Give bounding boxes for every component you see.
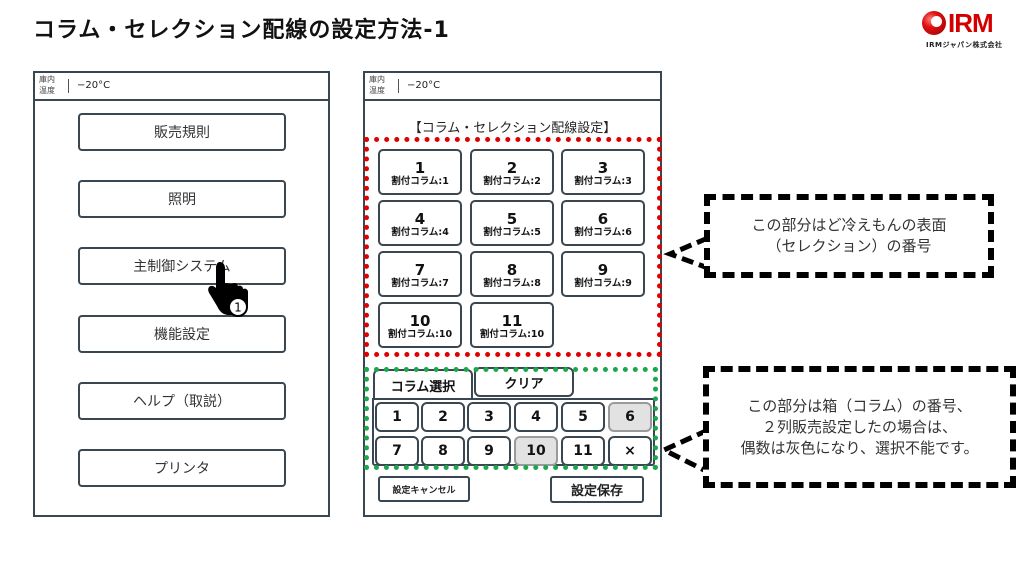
selection-number: 3: [597, 159, 609, 177]
selection-number: 5: [506, 210, 518, 228]
save-settings-button[interactable]: 設定保存: [550, 476, 644, 503]
slide-title: コラム・セレクション配線の設定方法-1: [33, 18, 450, 43]
selection-arrow-icon: [663, 235, 709, 271]
keypad-key-10: 10: [514, 436, 558, 466]
temperature-value: −20°C: [77, 80, 111, 91]
screen-heading: 【コラム・セレクション配線設定】: [408, 121, 617, 136]
cancel-settings-button[interactable]: 設定キャンセル: [378, 476, 470, 502]
keypad-key-2[interactable]: 2: [421, 402, 465, 432]
tab-column-select[interactable]: コラム選択: [373, 369, 473, 399]
temperature-label: 庫内温度: [39, 75, 55, 95]
assigned-column-label: 割付コラム:1: [391, 176, 449, 187]
keypad-key-5[interactable]: 5: [561, 402, 605, 432]
assigned-column-label: 割付コラム:5: [483, 227, 541, 238]
irm-logo: IRM IRMジャパン株式会社: [920, 8, 1018, 52]
logo-ball-icon: [922, 11, 946, 35]
column-callout-text: この部分は箱（コラム）の番号、 ２列販売設定したの場合は、 偶数は灰色になり、選…: [740, 396, 979, 457]
menu-function-settings[interactable]: 機能設定: [78, 315, 286, 353]
header-divider: [68, 79, 69, 93]
assigned-column-label: 割付コラム:10: [387, 329, 453, 340]
selection-number: 7: [414, 261, 426, 279]
menu-main-control-system[interactable]: 主制御システム: [78, 247, 286, 285]
assigned-column-label: 割付コラム:6: [574, 227, 632, 238]
temperature-header: 庫内温度 −20°C: [35, 73, 328, 101]
column-callout: この部分は箱（コラム）の番号、 ２列販売設定したの場合は、 偶数は灰色になり、選…: [703, 366, 1016, 488]
logo-subtitle: IRMジャパン株式会社: [926, 41, 1003, 49]
menu-printer[interactable]: プリンタ: [78, 449, 286, 487]
temperature-label: 庫内温度: [369, 75, 385, 95]
temperature-value: −20°C: [407, 80, 441, 91]
hand-pointer-icon: 1: [208, 262, 248, 317]
menu-help[interactable]: ヘルプ（取説）: [78, 382, 286, 420]
selection-number: 6: [597, 210, 609, 228]
selection-number: 9: [597, 261, 609, 279]
assigned-column-label: 割付コラム:9: [574, 278, 632, 289]
header-divider: [398, 79, 399, 93]
assigned-column-label: 割付コラム:4: [391, 227, 449, 238]
assigned-column-label: 割付コラム:2: [483, 176, 541, 187]
menu-sales-rules[interactable]: 販売規則: [78, 113, 286, 151]
selection-callout-text: この部分はど冷えもんの表面 （セレクション）の番号: [751, 216, 947, 255]
temperature-header: 庫内温度 −20°C: [365, 73, 660, 101]
selection-number: 10: [409, 312, 431, 330]
selection-callout: この部分はど冷えもんの表面 （セレクション）の番号: [704, 194, 994, 278]
keypad-key-6: 6: [608, 402, 652, 432]
keypad-key-4[interactable]: 4: [514, 402, 558, 432]
keypad-key-8[interactable]: 8: [421, 436, 465, 466]
menu-lighting[interactable]: 照明: [78, 180, 286, 218]
selection-number: 2: [506, 159, 518, 177]
main-menu-screen: 庫内温度 −20°C 販売規則 照明 主制御システム 機能設定 ヘルプ（取説） …: [33, 71, 330, 517]
column-highlight-frame: [364, 367, 658, 470]
selection-highlight-frame: [364, 137, 662, 357]
selection-number: 1: [414, 159, 426, 177]
assigned-column-label: 割付コラム:7: [391, 278, 449, 289]
selection-number: 4: [414, 210, 426, 228]
step-number: 1: [234, 301, 242, 315]
selection-number: 11: [501, 312, 523, 330]
selection-number: 8: [506, 261, 518, 279]
assigned-column-label: 割付コラム:10: [479, 329, 545, 340]
assigned-column-label: 割付コラム:3: [574, 176, 632, 187]
callout-arrows: [660, 235, 710, 475]
assigned-column-label: 割付コラム:8: [483, 278, 541, 289]
keypad-key-1[interactable]: 1: [375, 402, 419, 432]
logo-brand: IRM: [948, 8, 994, 38]
column-arrow-icon: [660, 427, 710, 475]
step-badge: [228, 297, 248, 317]
keypad-key-3[interactable]: 3: [467, 402, 511, 432]
